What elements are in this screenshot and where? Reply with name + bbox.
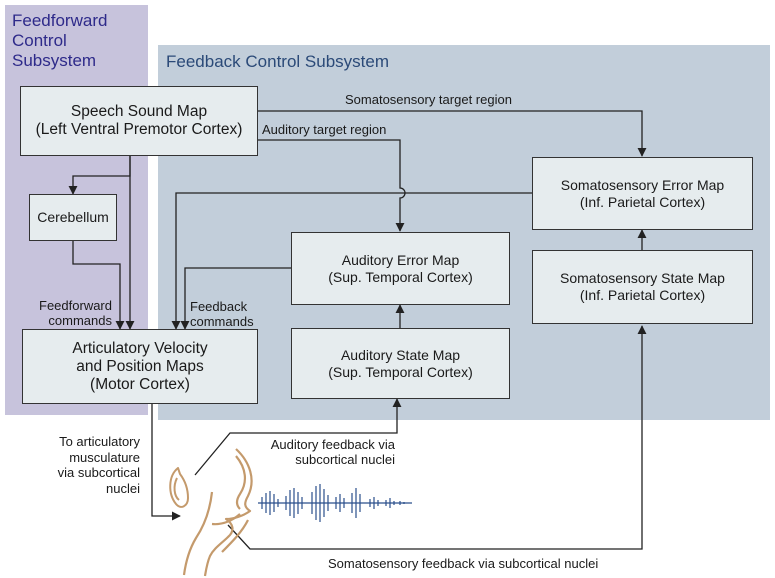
somatosensory-error-to-motor-arrow <box>171 192 532 330</box>
auditory-target-arrow <box>258 139 406 232</box>
feedforward-commands-label: Feedforward commands <box>39 298 112 328</box>
somatosensory-feedback-arrow <box>227 325 647 550</box>
sound-waveform-icon <box>258 484 412 522</box>
auditory-target-label: Auditory target region <box>262 122 387 137</box>
feedback-commands-label: Feedback commands <box>190 299 254 329</box>
auditory-feedback-label: Auditory feedback via subcortical nuclei <box>270 437 395 467</box>
auditory-error-map-title: Auditory Error Map <box>341 251 460 268</box>
somatosensory-state-map-box: Somatosensory State Map (Inf. Parietal C… <box>532 250 753 324</box>
somatosensory-feedback-label: Somatosensory feedback via subcortical n… <box>328 556 599 571</box>
auditory-error-map-box: Auditory Error Map (Sup. Temporal Cortex… <box>291 232 510 305</box>
cerebellum-box: Cerebellum <box>29 194 117 241</box>
motor-maps-title-line2: and Position Maps <box>76 357 204 375</box>
somatosensory-state-map-title: Somatosensory State Map <box>560 270 725 286</box>
feedback-subsystem-title: Feedback Control Subsystem <box>166 52 389 71</box>
somatosensory-error-map-region: (Inf. Parietal Cortex) <box>579 193 706 210</box>
motor-maps-region: (Motor Cortex) <box>90 375 190 393</box>
somatosensory-error-map-box: Somatosensory Error Map (Inf. Parietal C… <box>532 157 753 230</box>
somatosensory-state-map-region: (Inf. Parietal Cortex) <box>579 287 706 303</box>
auditory-error-to-motor-arrow <box>180 267 291 330</box>
to-musculature-label: To articulatory musculature via subcorti… <box>57 434 140 496</box>
somatosensory-error-map-title: Somatosensory Error Map <box>560 176 725 193</box>
ear-icon <box>169 467 189 508</box>
auditory-state-map-region: (Sup. Temporal Cortex) <box>328 363 473 380</box>
speech-sound-map-box: Speech Sound Map (Left Ventral Premotor … <box>20 86 258 156</box>
feedforward-subsystem-title: Feedforward Control Subsystem <box>12 11 108 70</box>
motor-maps-box: Articulatory Velocity and Position Maps … <box>22 329 258 404</box>
auditory-error-map-region: (Sup. Temporal Cortex) <box>328 268 473 285</box>
auditory-feedback-arrow <box>194 398 402 476</box>
somatosensory-target-label: Somatosensory target region <box>345 92 512 107</box>
auditory-state-map-title: Auditory State Map <box>340 346 461 363</box>
motor-to-articulators-arrow <box>151 404 181 521</box>
somatosensory-target-arrow <box>258 110 647 157</box>
cerebellum-title: Cerebellum <box>37 209 109 225</box>
speech-sound-map-title: Speech Sound Map <box>70 103 208 120</box>
auditory-state-map-box: Auditory State Map (Sup. Temporal Cortex… <box>291 328 510 399</box>
speech-to-cerebellum-arrow <box>68 156 131 195</box>
head-profile-icon <box>182 448 253 577</box>
motor-maps-title-line1: Articulatory Velocity <box>72 339 208 357</box>
speech-sound-map-region: (Left Ventral Premotor Cortex) <box>35 121 243 138</box>
cerebellum-to-motor-arrow <box>72 241 125 330</box>
